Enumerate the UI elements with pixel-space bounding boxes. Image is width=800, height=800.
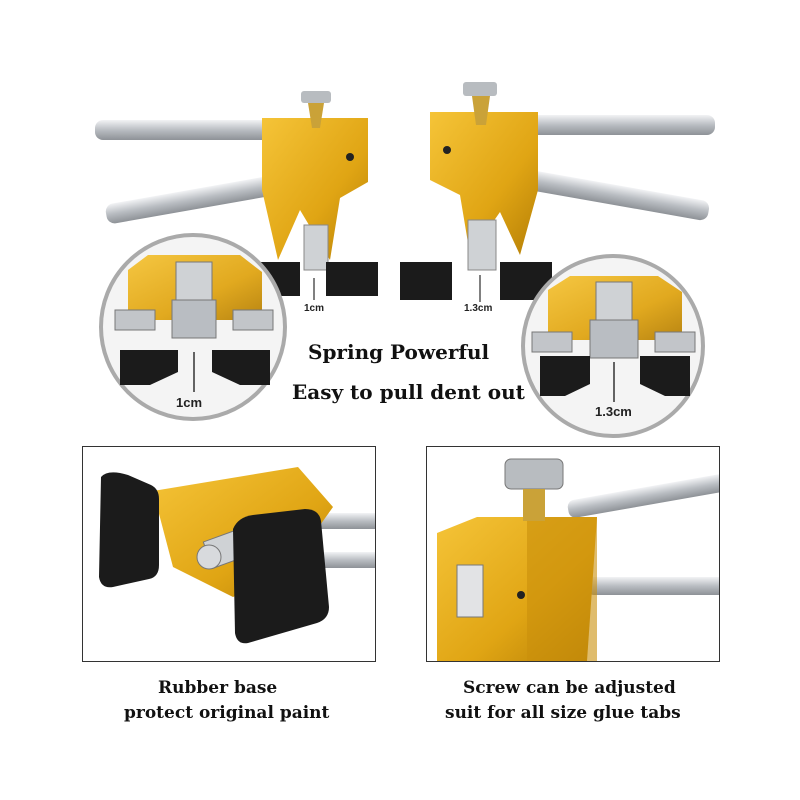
right-zoom-circle [521,254,705,438]
top-product-illustration [95,82,715,438]
left-tool-gap-label: 1cm [304,303,325,314]
right-tool-body [430,112,538,255]
left-tool-upper-rod [95,120,275,140]
left-zoom-gap-label: 1cm [176,395,203,410]
rubber-pad-right [233,509,329,644]
left-tool-knob [301,91,331,103]
left-tool-body [262,118,368,260]
headline-line-1: Spring Powerful [308,340,490,364]
adjustable-screw-svg [437,458,719,661]
screw-caption-line-2: suit for all size glue tabs [445,703,681,723]
right-tool-screw [472,96,490,125]
left-tool-right-pad [326,262,378,296]
right-tool-left-pad [400,262,452,300]
left-tool-spring [303,224,329,271]
right-tool-lower-rod [525,170,710,221]
left-zoom-circle [99,233,287,421]
left-tool-screw [308,103,324,128]
right-tool-spring [467,219,497,271]
rubber-base-svg [99,467,375,644]
right-tool-gap-label: 1.3cm [464,303,493,314]
headline-line-2: Easy to pull dent out [292,380,525,404]
dent-puller-tools-svg [95,82,715,438]
rubber-base-photo [82,446,376,662]
right-tool-knob [463,82,497,96]
rubber-base-caption-line-2: protect original paint [124,703,330,723]
rubber-base-caption-line-1: Rubber base [158,678,278,698]
right-tool-upper-rod [525,115,715,135]
screw-caption-line-1: Screw can be adjusted [463,678,676,698]
rubber-pad-left [99,472,159,588]
right-zoom-gap-label: 1.3cm [595,404,632,419]
left-tool-lower-rod [105,176,275,224]
right-dent-puller [400,82,715,302]
adjustable-screw-photo [426,446,720,662]
right-tool-hole [443,146,451,154]
left-tool-hole [346,153,354,161]
